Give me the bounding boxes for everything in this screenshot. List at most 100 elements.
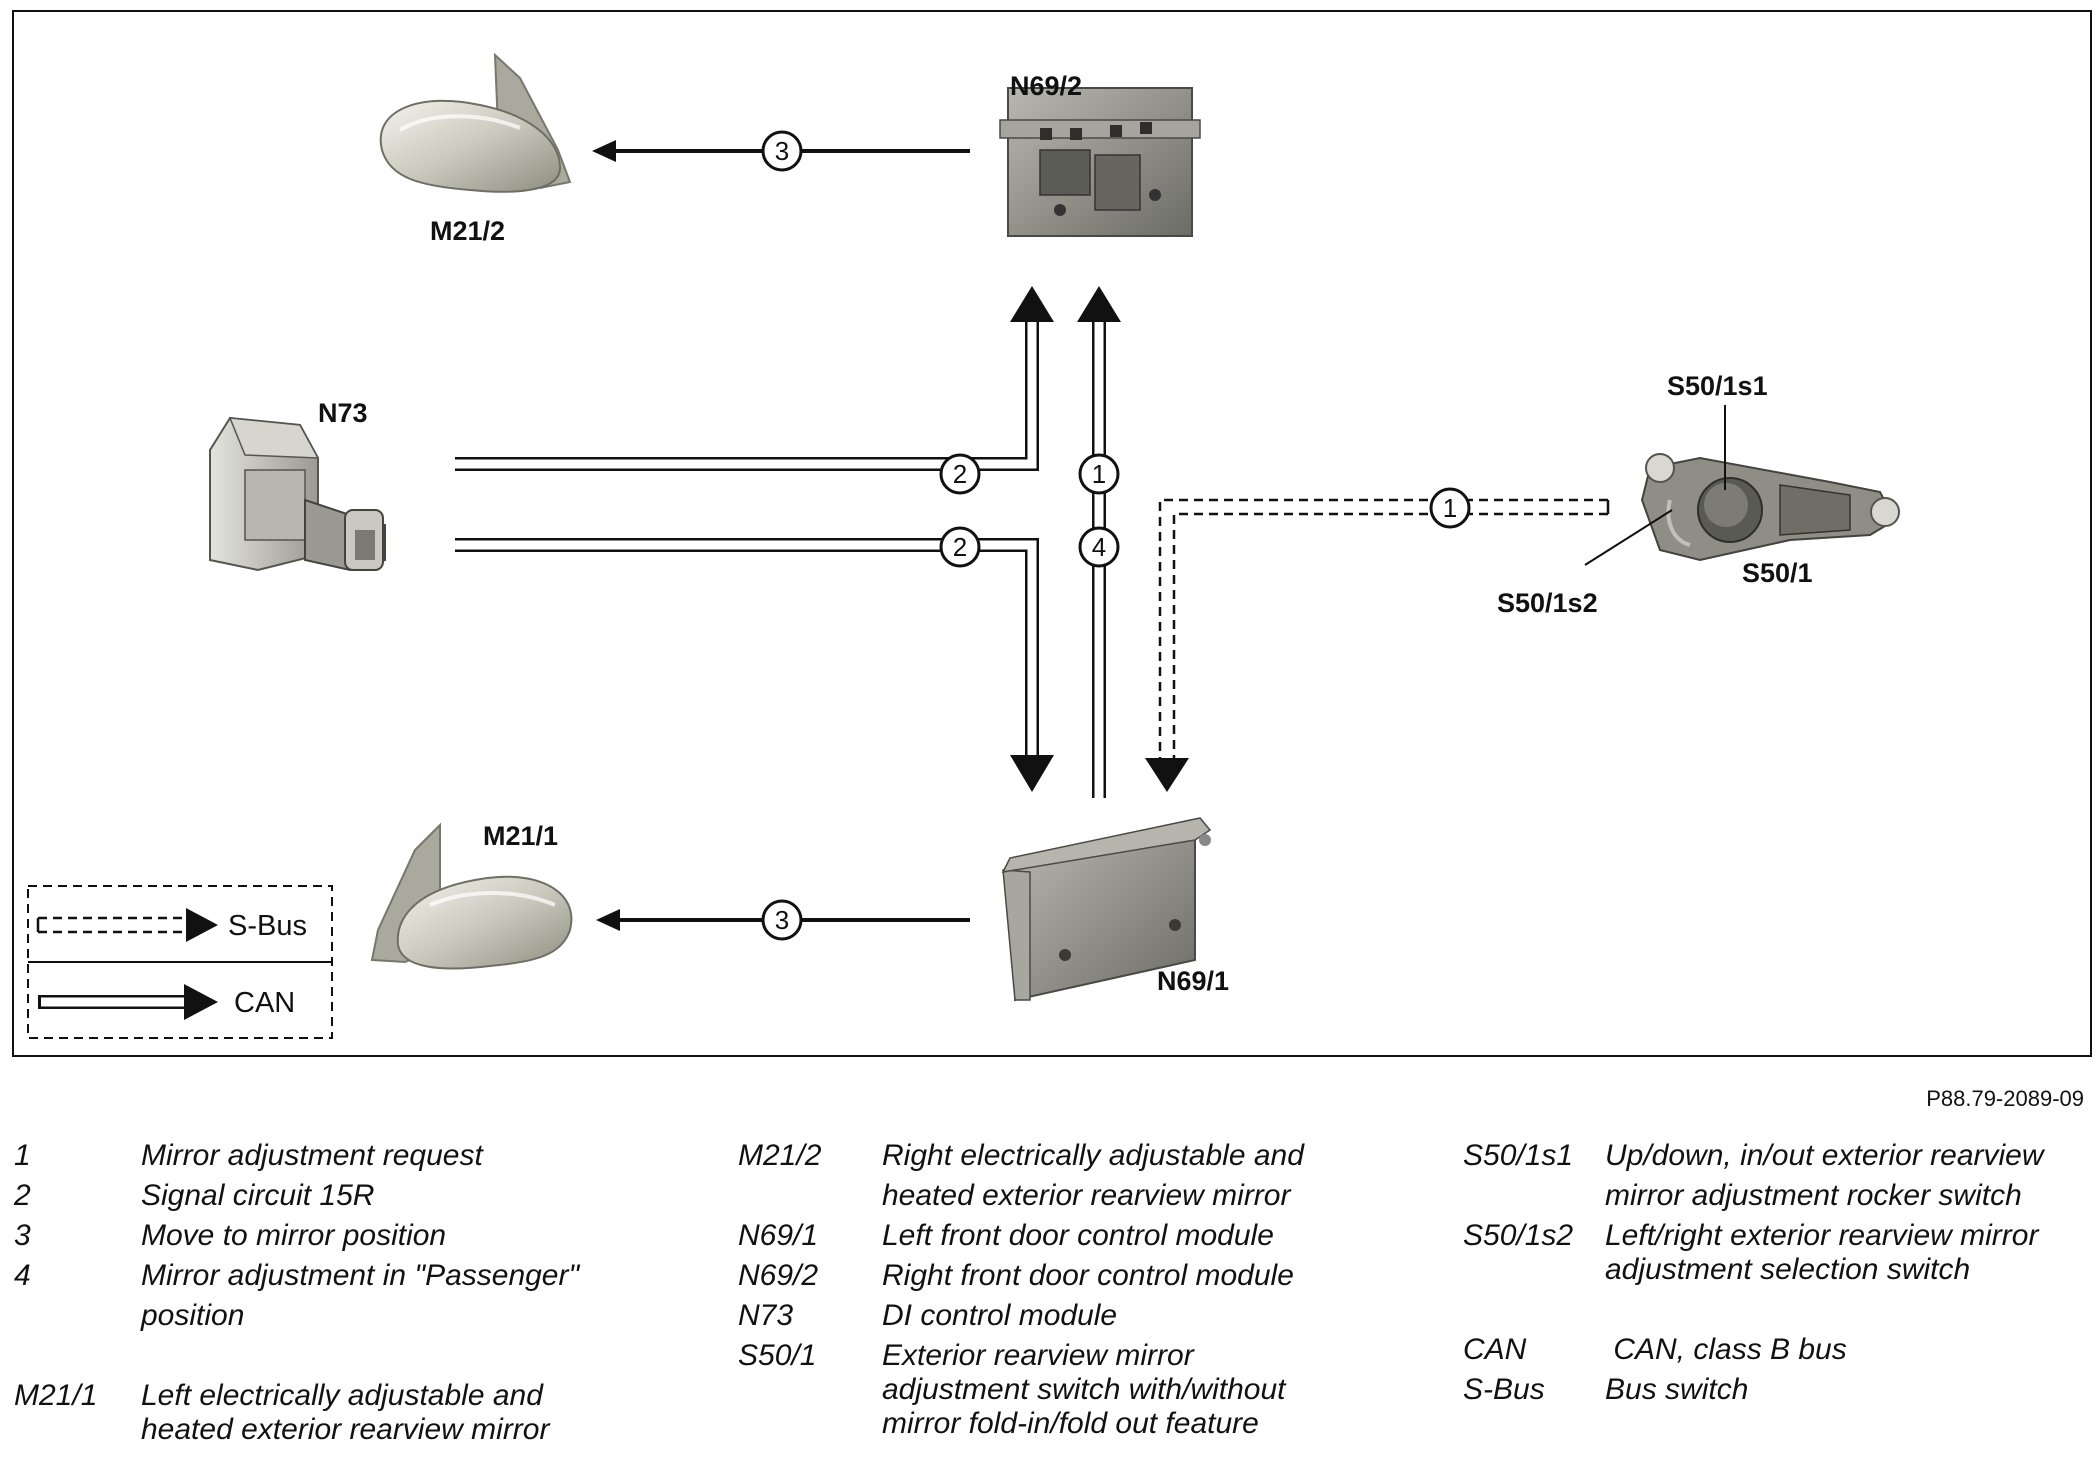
move-to-position-arrow-bottom: 3 [596,899,970,941]
legend-code-empty [738,1404,882,1444]
legend-code-empty [14,1410,141,1450]
can-line-vertical: 1 4 [1077,286,1121,800]
legend-item-continuation: heated exterior rearview mirror [738,1176,1438,1216]
label-s50-1s1: S50/1s1 [1667,371,1768,401]
legend-column-2: M21/2 Right electrically adjustable and … [738,1136,1438,1444]
legend-code: N69/2 [738,1259,819,1292]
label-n73: N73 [318,398,368,428]
legend-desc: adjustment selection switch [1605,1253,1971,1286]
can-line-upper: 2 [455,286,1054,495]
label-n69-1: N69/1 [1157,966,1229,996]
legend-item-continuation: adjustment switch with/without [738,1370,1438,1410]
legend-code: 4 [14,1259,31,1292]
legend-desc: Left front door control module [882,1219,1274,1252]
legend-desc: mirror fold-in/fold out feature [882,1407,1259,1440]
legend-desc: adjustment switch with/without [882,1373,1286,1406]
diagram-frame [12,10,2092,1057]
legend-desc: Mirror adjustment request [141,1139,483,1172]
legend-code: 1 [14,1139,31,1172]
legend-desc: Up/down, in/out exterior rearview [1605,1139,2044,1172]
can-line-lower: 2 [455,526,1054,792]
legend-item: 2 Signal circuit 15R [14,1176,714,1216]
s50-1s2-leader [1584,509,1673,566]
legend-code: S50/1s1 [1463,1139,1574,1172]
legend-item-continuation: mirror fold-in/fold out feature [738,1404,1438,1444]
key-sbus-label: S-Bus [228,910,307,942]
di-control-module-icon [209,416,386,572]
legend-desc: mirror adjustment rocker switch [1605,1179,2022,1212]
legend-item: S50/1s1 Up/down, in/out exterior rearvie… [1463,1136,2093,1176]
legend-code: M21/1 [14,1379,98,1412]
label-s50-1s2: S50/1s2 [1497,588,1598,618]
legend-item-continuation: heated exterior rearview mirror [14,1410,714,1450]
legend-item: S-Bus Bus switch [1463,1370,2093,1410]
legend-code-empty [1463,1176,1605,1216]
legend-item-continuation: mirror adjustment rocker switch [1463,1176,2093,1216]
figure-id: P88.79-2089-09 [1926,1086,2084,1111]
legend-item: N69/2 Right front door control module [738,1256,1438,1296]
label-n69-2: N69/2 [1010,71,1082,101]
legend-desc: position [141,1299,245,1332]
legend-desc: Right electrically adjustable and [882,1139,1304,1172]
legend-item: M21/1 Left electrically adjustable and [14,1376,714,1416]
legend-item: CAN CAN, class B bus [1463,1330,2093,1370]
legend-item: S50/1s2 Left/right exterior rearview mir… [1463,1216,2093,1256]
legend-code: N73 [738,1299,794,1332]
line-type-key: S-Bus CAN [27,885,333,1039]
circle-number-1-sbus: 1 [1443,493,1457,523]
legend-spacer [14,1336,714,1376]
legend-code: N69/1 [738,1219,819,1252]
legend-column-3: S50/1s1 Up/down, in/out exterior rearvie… [1463,1136,2093,1410]
right-mirror-icon [379,52,572,193]
legend-code: 3 [14,1219,31,1252]
legend-code: M21/2 [738,1139,822,1172]
legend-code: CAN [1463,1333,1527,1366]
legend-item: S50/1 Exterior rearview mirror [738,1336,1438,1376]
left-mirror-icon [370,822,573,970]
circle-number-1-vertical: 1 [1092,459,1106,489]
circle-number-4: 4 [1092,532,1106,562]
legend-spacer [1463,1290,2093,1330]
circle-number-2-upper: 2 [953,459,967,489]
legend-item: 3 Move to mirror position [14,1216,714,1256]
legend-code: S50/1 [738,1339,817,1372]
legend-desc: heated exterior rearview mirror [882,1179,1291,1212]
legend-desc: Left electrically adjustable and [141,1379,543,1412]
legend-code-empty [738,1176,882,1216]
legend-desc: Signal circuit 15R [141,1179,375,1212]
legend-item-continuation: adjustment selection switch [1463,1250,2093,1290]
system-diagram: M21/2 N69/2 3 N73 2 [12,10,2092,1057]
legend-code-empty [14,1296,141,1336]
label-s50-1: S50/1 [1742,558,1813,588]
legend-desc: Mirror adjustment in "Passenger" [141,1259,580,1292]
legend-desc: CAN, class B bus [1605,1333,1847,1366]
legend-code: S50/1s2 [1463,1219,1574,1252]
legend-code-empty [1463,1250,1605,1290]
legend-code: S-Bus [1463,1373,1545,1406]
key-can-label: CAN [234,987,295,1019]
left-door-module-icon [1001,817,1212,1002]
circle-number-2-lower: 2 [953,532,967,562]
legend-desc: heated exterior rearview mirror [141,1413,550,1446]
legend-item: 1 Mirror adjustment request [14,1136,714,1176]
legend-desc: Bus switch [1605,1373,1749,1406]
label-m21-1: M21/1 [483,821,558,851]
legend-desc: Right front door control module [882,1259,1294,1292]
circle-number-3-top: 3 [775,136,789,166]
legend-column-1: 1 Mirror adjustment request 2 Signal cir… [14,1136,714,1450]
move-to-position-arrow-top: 3 [592,130,970,172]
label-m21-2: M21/2 [430,216,505,246]
mirror-adjustment-switch-icon [1640,453,1900,562]
legend-item: N69/1 Left front door control module [738,1216,1438,1256]
legend-desc: Left/right exterior rearview mirror [1605,1219,2039,1252]
legend-desc: Exterior rearview mirror [882,1339,1194,1372]
circle-number-3-bottom: 3 [775,905,789,935]
legend-item: M21/2 Right electrically adjustable and [738,1136,1438,1176]
legend-item-continuation: position [14,1296,714,1336]
legend-desc: Move to mirror position [141,1219,447,1252]
legend-item: N73 DI control module [738,1296,1438,1336]
legend-desc: DI control module [882,1299,1118,1332]
legend-code: 2 [14,1179,31,1212]
sbus-line: 1 [1145,487,1610,792]
legend-item: 4 Mirror adjustment in "Passenger" [14,1256,714,1296]
